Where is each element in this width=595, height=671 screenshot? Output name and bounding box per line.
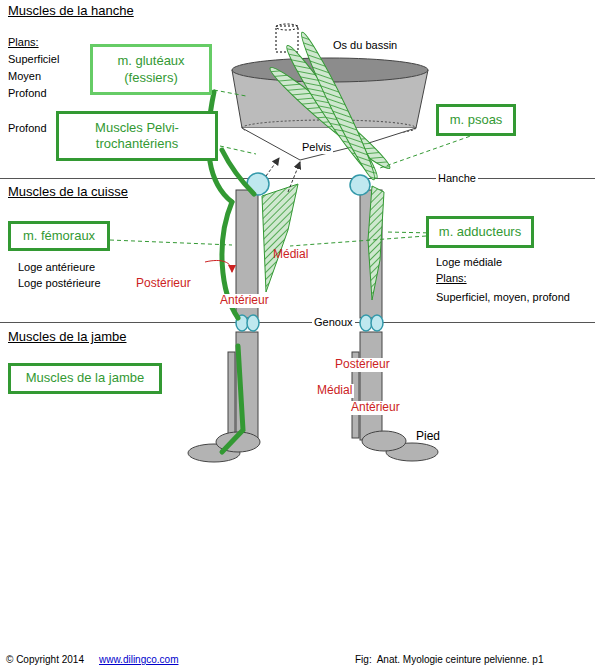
part-label: Os du bassin — [333, 39, 397, 52]
plan-heading: Plans: — [436, 272, 467, 285]
plan-name: Superficiel — [8, 53, 59, 66]
part-label: Pelvis — [300, 141, 333, 154]
section-heading: Muscles de la jambe — [8, 330, 127, 345]
direction-label: Médial — [315, 384, 354, 398]
muscle-group-box: m. adducteurs — [426, 216, 534, 248]
muscle-group-box: m. fémoraux — [8, 221, 110, 251]
level-label: Hanche — [436, 172, 478, 185]
direction-label: Médial — [273, 248, 308, 262]
copyright: © Copyright 2014 — [6, 654, 84, 666]
plan-heading: Plans: — [8, 36, 39, 49]
box-text: m. fémoraux — [23, 228, 95, 244]
plan-name: Superficiel, moyen, profond — [436, 291, 570, 304]
box-text: m. adducteurs — [439, 224, 521, 240]
direction-label: Postérieur — [136, 277, 191, 291]
muscle-group-box: Muscles de la jambe — [8, 363, 162, 394]
box-text: Muscles de la jambe — [26, 370, 145, 386]
section-heading: Muscles de la hanche — [8, 4, 134, 19]
section-heading: Muscles de la cuisse — [8, 185, 128, 200]
direction-label: Antérieur — [349, 401, 402, 415]
plan-name: Profond — [8, 87, 47, 100]
box-text: Muscles Pelvi-trochantériens — [65, 120, 209, 153]
compartment-label: Loge postérieure — [18, 277, 101, 290]
plan-name: Moyen — [8, 70, 41, 83]
level-label: Genoux — [312, 316, 355, 329]
compartment-label: Loge médiale — [436, 256, 502, 269]
muscle-group-box: m. glutéaux (fessiers) — [90, 44, 212, 95]
box-text: m. psoas — [450, 112, 503, 128]
plan-name: Profond — [8, 122, 47, 135]
part-label: Pied — [416, 430, 440, 444]
figure-caption: Fig: Anat. Myologie ceinture pelvienne. … — [355, 654, 543, 666]
muscle-group-box: m. psoas — [436, 104, 516, 136]
compartment-label: Loge antérieure — [18, 261, 95, 274]
box-text: m. glutéaux (fessiers) — [99, 53, 203, 86]
direction-label: Antérieur — [218, 294, 271, 308]
direction-label: Postérieur — [333, 358, 392, 372]
muscle-group-box: Muscles Pelvi-trochantériens — [56, 111, 218, 161]
website-link: www.dilingco.com — [99, 654, 178, 666]
